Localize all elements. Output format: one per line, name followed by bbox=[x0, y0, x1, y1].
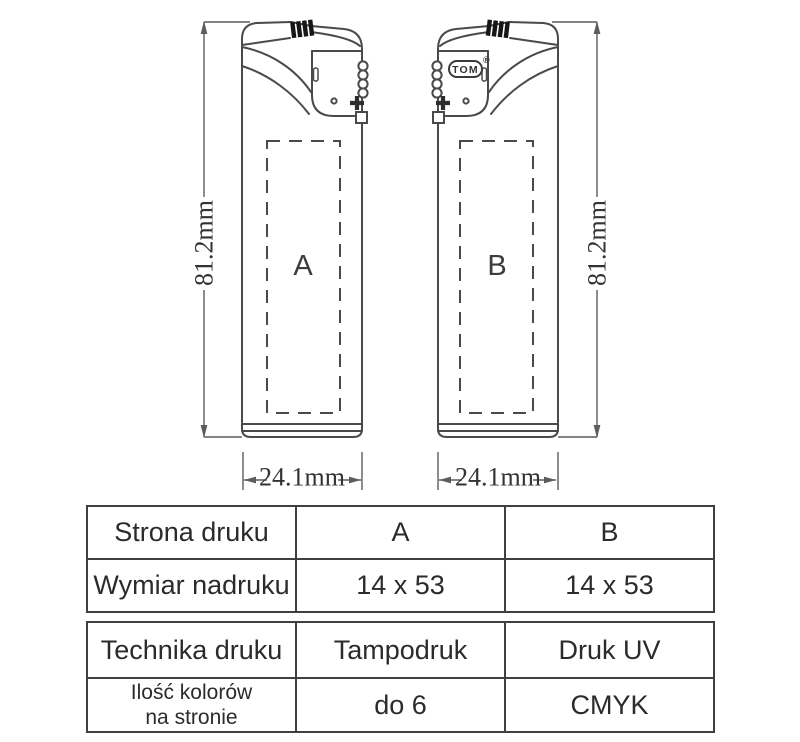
technical-drawing: TOM ® A B 81.2mm 81.2mm 24.1mm bbox=[190, 0, 612, 492]
width-dimension-right: 24.1mm bbox=[437, 452, 559, 492]
table-row: Wymiar nadruku 14 x 53 14 x 53 bbox=[86, 558, 715, 613]
lighter-a-drawing bbox=[242, 20, 368, 437]
print-area-b-label: B bbox=[487, 250, 506, 282]
cell-strona-b: B bbox=[504, 505, 715, 560]
height-dimension-left-label: 81.2mm bbox=[190, 200, 219, 286]
row-header-strona-druku: Strona druku bbox=[86, 505, 297, 560]
height-dimension-right-label: 81.2mm bbox=[583, 200, 612, 286]
row-header-wymiar-nadruku: Wymiar nadruku bbox=[86, 558, 297, 613]
width-dimension-left-label: 24.1mm bbox=[259, 463, 345, 492]
cell-kolory-a: do 6 bbox=[295, 677, 506, 733]
table-row: Ilość kolorów na stronie do 6 CMYK bbox=[86, 677, 715, 733]
cell-technika-a: Tampodruk bbox=[295, 621, 506, 679]
cell-kolory-b: CMYK bbox=[504, 677, 715, 733]
row-header-technika-druku: Technika druku bbox=[86, 621, 297, 679]
brand-logo: TOM ® bbox=[448, 55, 490, 78]
row-header-ilosc-kolorow-line2: na stronie bbox=[145, 706, 238, 729]
table-row: Technika druku Tampodruk Druk UV bbox=[86, 621, 715, 679]
registered-mark: ® bbox=[483, 55, 490, 65]
brand-logo-text: TOM bbox=[452, 64, 479, 76]
table-row: Strona druku A B bbox=[86, 505, 715, 560]
print-technique-table: Technika druku Tampodruk Druk UV Ilość k… bbox=[86, 621, 715, 733]
cell-wymiar-a: 14 x 53 bbox=[295, 558, 506, 613]
row-header-ilosc-kolorow: Ilość kolorów na stronie bbox=[86, 677, 297, 733]
width-dimension-right-label: 24.1mm bbox=[455, 463, 541, 492]
print-area-b bbox=[459, 140, 534, 414]
cell-technika-b: Druk UV bbox=[504, 621, 715, 679]
print-area-a-label: A bbox=[293, 250, 313, 282]
width-dimension-left: 24.1mm bbox=[242, 452, 363, 492]
print-side-table: Strona druku A B Wymiar nadruku 14 x 53 … bbox=[86, 505, 715, 613]
height-dimension-right: 81.2mm bbox=[552, 21, 612, 438]
lighter-b-drawing bbox=[432, 20, 558, 437]
row-header-ilosc-kolorow-line1: Ilość kolorów bbox=[130, 680, 253, 704]
print-area-a bbox=[266, 140, 341, 414]
height-dimension-left: 81.2mm bbox=[190, 21, 250, 438]
cell-strona-a: A bbox=[295, 505, 506, 560]
cell-wymiar-b: 14 x 53 bbox=[504, 558, 715, 613]
